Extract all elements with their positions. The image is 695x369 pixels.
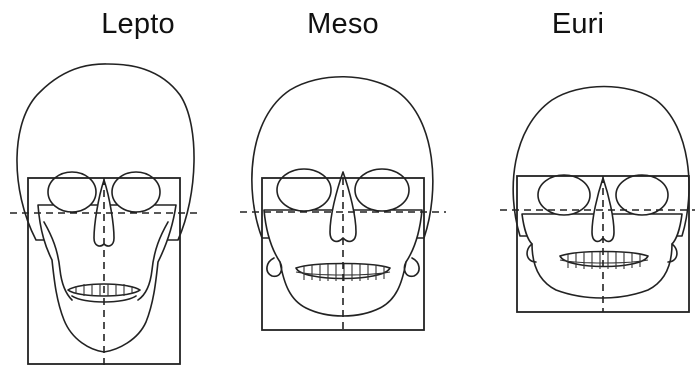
meso-skull <box>240 77 446 330</box>
euri-right-eye-socket <box>616 175 668 215</box>
meso-left-eye-socket <box>277 169 331 211</box>
lepto-skull <box>10 64 198 366</box>
euri-left-eye-socket <box>538 175 590 215</box>
euri-skull <box>500 87 695 313</box>
meso-right-eye-socket <box>355 169 409 211</box>
